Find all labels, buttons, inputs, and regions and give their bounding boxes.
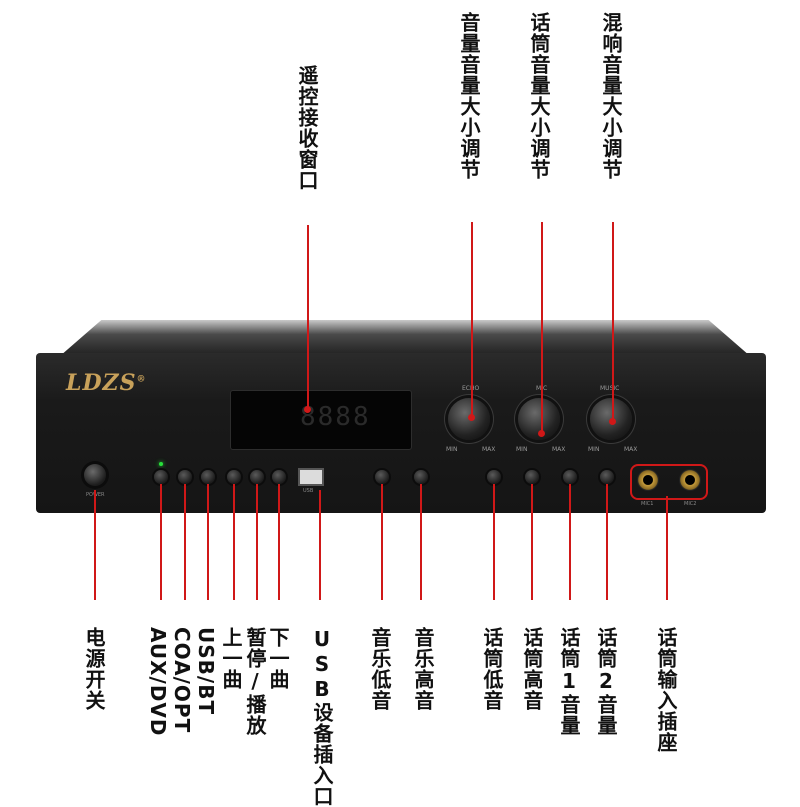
music-min: MIN [588, 446, 600, 453]
label-coa-opt: COA/OPT [170, 627, 194, 734]
echo-min: MIN [446, 446, 458, 453]
mic-treble-button[interactable] [525, 470, 539, 484]
pause-play-button[interactable] [250, 470, 264, 484]
label-usb-bt: USB/BT [194, 627, 218, 716]
label-music-volume: 音量音量大小调节 [457, 12, 481, 180]
mic1-volume-button[interactable] [563, 470, 577, 484]
leader-aux-dvd [160, 484, 162, 600]
label-mic-input: 话筒输入插座 [654, 627, 678, 753]
label-echo-volume: 混响音量大小调节 [599, 12, 623, 180]
echo-max: MAX [482, 446, 496, 453]
leader-usb-port [319, 490, 321, 600]
remote-display-window [230, 390, 412, 450]
label-music-bass: 音乐低音 [368, 627, 392, 711]
label-next-track: 下一曲 [266, 627, 290, 690]
leader-mic-volume [541, 222, 543, 434]
coa-opt-button[interactable] [178, 470, 192, 484]
leader-music-bass [381, 484, 383, 600]
brand-mark: ® [136, 374, 147, 385]
leader-coa-opt [184, 484, 186, 600]
leader-music-volume [471, 222, 473, 418]
leader-mic-treble [531, 484, 533, 600]
label-mic-treble: 话筒高音 [520, 627, 544, 711]
leader-pause-play [256, 484, 258, 600]
brand-logo: LDZS® [66, 370, 147, 396]
leader-prev-track [233, 484, 235, 600]
leader-remote-window [307, 225, 309, 410]
mic2-jack[interactable] [679, 469, 701, 491]
usb-bt-button[interactable] [201, 470, 215, 484]
leader-mic-input [666, 496, 668, 600]
label-mic-bass: 话筒低音 [480, 627, 504, 711]
label-power: 电源开关 [82, 627, 106, 711]
mic1-jack[interactable] [637, 469, 659, 491]
label-pause-play: 暂停/播放 [243, 627, 267, 736]
dot-music-volume [468, 414, 475, 421]
next-track-button[interactable] [272, 470, 286, 484]
device-top-cover [60, 320, 750, 356]
power-button[interactable] [84, 464, 106, 486]
label-remote-window: 遥控接收窗口 [295, 65, 319, 191]
leader-mic2-volume [606, 484, 608, 600]
label-aux-dvd: AUX/DVD [146, 627, 170, 737]
leader-mic-bass [493, 484, 495, 600]
label-usb-port: USB设备插入口 [310, 627, 334, 807]
label-prev-track: 上一曲 [219, 627, 243, 690]
music-bass-button[interactable] [375, 470, 389, 484]
dot-mic-volume [538, 430, 545, 437]
usb-port[interactable] [298, 468, 324, 486]
mic1-caption: MIC1 [641, 501, 654, 507]
echo-knob-caption: ECHO [462, 385, 479, 392]
music-max: MAX [624, 446, 638, 453]
mic2-volume-button[interactable] [600, 470, 614, 484]
mic2-caption: MIC2 [684, 501, 697, 507]
aux-dvd-button[interactable] [154, 470, 168, 484]
label-music-treble: 音乐高音 [411, 627, 435, 711]
dot-echo-volume [609, 418, 616, 425]
music-knob-caption: MUSIC [600, 385, 620, 392]
leader-echo-volume [612, 222, 614, 422]
mic-bass-button[interactable] [487, 470, 501, 484]
mic-min: MIN [516, 446, 528, 453]
mic-max: MAX [552, 446, 566, 453]
usb-caption: USB [303, 488, 314, 494]
music-treble-button[interactable] [414, 470, 428, 484]
leader-music-treble [420, 484, 422, 600]
brand-text: LDZS [66, 370, 137, 396]
prev-track-button[interactable] [227, 470, 241, 484]
label-mic1-volume: 话筒1音量 [557, 627, 581, 736]
label-mic2-volume: 话筒2音量 [594, 627, 618, 736]
dot-remote-window [304, 406, 311, 413]
leader-next-track [278, 484, 280, 600]
leader-usb-bt [207, 484, 209, 600]
leader-mic1-volume [569, 484, 571, 600]
mic-input-highlight [630, 464, 708, 500]
label-mic-volume: 话筒音量大小调节 [527, 12, 551, 180]
leader-power [94, 490, 96, 600]
display-digits: 8888 [300, 402, 371, 432]
power-led [159, 462, 163, 466]
